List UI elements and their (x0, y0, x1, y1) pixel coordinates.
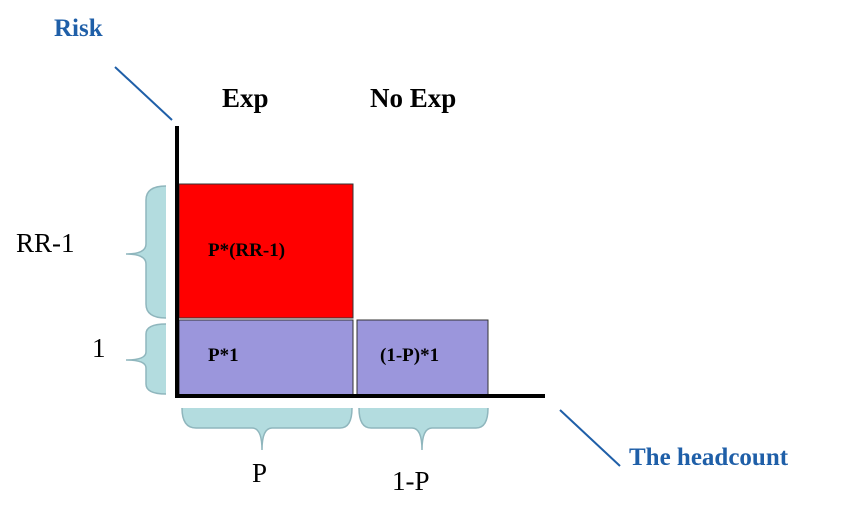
y-axis-pointer (114, 66, 173, 121)
brace-unexposed-width (358, 407, 489, 451)
x-axis-pointer (559, 409, 621, 467)
column-header-exp: Exp (222, 83, 269, 113)
box-exposed-excess (178, 183, 354, 319)
box-unexposed-baseline (356, 319, 489, 397)
box-exposed-baseline (178, 319, 354, 397)
brace-baseline (125, 323, 167, 395)
level-label-excess: RR-1 (16, 228, 75, 258)
width-label-unexposed: 1-P (392, 466, 430, 496)
column-header-no-exp: No Exp (370, 83, 456, 113)
box-label-unexposed-baseline: (1-P)*1 (380, 345, 439, 366)
width-label-exposed: P (252, 458, 267, 488)
y-axis-label: Risk (54, 15, 103, 42)
brace-exposed-width (181, 407, 353, 451)
box-label-exposed-excess: P*(RR-1) (208, 240, 285, 261)
brace-excess (125, 185, 167, 319)
box-label-exposed-baseline: P*1 (208, 345, 239, 366)
level-label-baseline: 1 (92, 333, 106, 363)
x-axis-label: The headcount (629, 444, 789, 471)
